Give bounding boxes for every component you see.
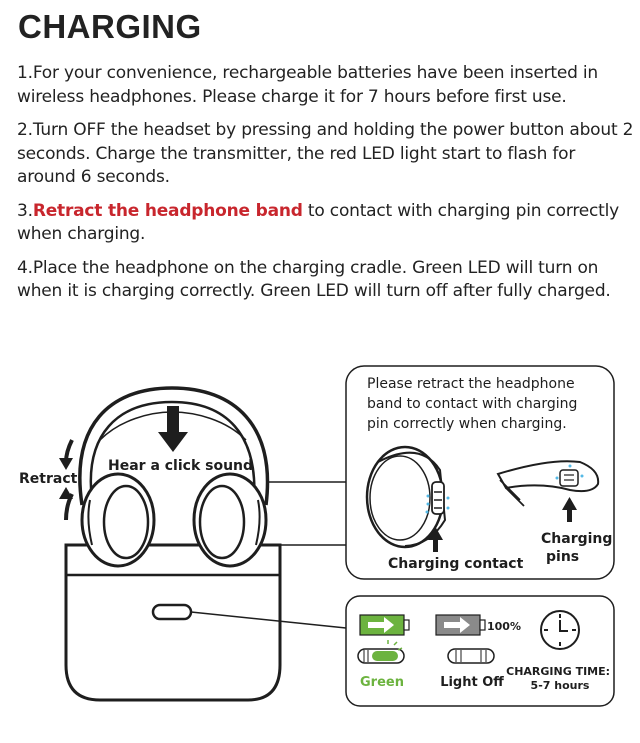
led-leader-line [190, 611, 347, 629]
battery-charging-icon [359, 614, 410, 636]
battery-percent-label: 100% [487, 620, 521, 633]
callout-line-1: Please retract the headphone [367, 376, 575, 392]
left-earcup [80, 472, 156, 568]
step-3-rest: to contact with charging pin correctly w… [17, 200, 619, 245]
callout-line-2: band to contact with charging [367, 396, 577, 412]
retract-label: Retract [19, 471, 78, 487]
step-4: 4.Place the headphone on the charging cr… [17, 257, 611, 302]
callout-line-3: pin correctly when charging. [367, 416, 567, 432]
right-earcup [192, 472, 268, 568]
headband-inner [89, 400, 256, 501]
band-closeup [496, 460, 600, 507]
step-2: 2.Turn OFF the headset by pressing and h… [17, 120, 634, 187]
step-3: 3.Retract the headphone band to contact … [17, 200, 637, 247]
page-title: CHARGING [18, 8, 202, 45]
charging-contact-label: Charging contact [388, 556, 524, 572]
callout-text: Please retract the headphone band to con… [367, 376, 582, 432]
green-label: Green [360, 675, 404, 690]
up-arrow-icon [428, 527, 443, 552]
charging-pins-line-1: Charging [541, 531, 612, 547]
cradle-led-indicator [151, 603, 193, 621]
charging-pins-line-2: pins [546, 549, 579, 565]
instruction-steps: 1.For your convenience, rechargeable bat… [17, 62, 637, 314]
step-1: 1.For your convenience, rechargeable bat… [17, 63, 599, 107]
charging-time-line-2: 5-7 hours [531, 679, 590, 692]
light-off-label: Light Off [440, 675, 504, 690]
retract-arrows-icon [59, 439, 74, 521]
step-3-number: 3. [17, 200, 33, 221]
led-off-icon [447, 648, 495, 664]
clock-icon [540, 610, 580, 650]
charging-time-line-1: CHARGING TIME: [506, 665, 610, 678]
battery-full-icon [435, 614, 486, 636]
led-green-icon [357, 640, 405, 664]
charging-pins-label: Charging pins [541, 531, 617, 565]
charging-time-label: CHARGING TIME: 5-7 hours [506, 665, 614, 692]
charging-cradle [64, 543, 282, 702]
up-arrow-icon [562, 497, 577, 522]
headband-outer [78, 386, 270, 506]
earcup-closeup [365, 445, 450, 549]
click-sound-label: Hear a click sound [108, 458, 253, 474]
down-arrow-icon [158, 406, 188, 452]
step-3-highlight: Retract the headphone band [32, 200, 303, 221]
